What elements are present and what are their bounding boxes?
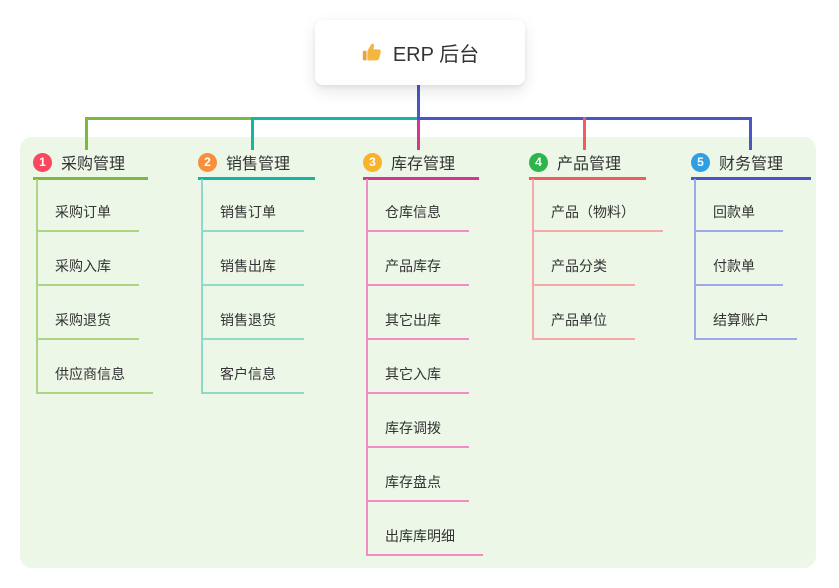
branch-label: 销售管理 [226, 156, 291, 173]
branch-node-4[interactable]: 4 产品管理 [529, 150, 646, 180]
branch-drop-line [749, 117, 752, 150]
branch-node-3[interactable]: 3 库存管理 [363, 150, 479, 180]
leaf-node[interactable]: 供应商信息 [36, 365, 153, 394]
branch-node-1[interactable]: 1 采购管理 [33, 150, 148, 180]
root-connector-line [417, 85, 420, 120]
bus-segment-left [85, 117, 254, 120]
leaf-node[interactable]: 销售出库 [201, 257, 304, 286]
root-node-label: ERP 后台 [392, 44, 480, 66]
mindmap-panel [20, 137, 816, 568]
branch-number-badge: 2 [198, 152, 217, 172]
branch-number-badge: 4 [529, 152, 548, 172]
bus-segment-middle [251, 117, 420, 120]
branch-child-connector-line [36, 179, 38, 394]
leaf-node[interactable]: 产品分类 [532, 257, 635, 286]
leaf-node[interactable]: 库存盘点 [366, 473, 469, 502]
branch-child-connector-line [366, 179, 368, 556]
thumbs-up-icon [361, 42, 383, 64]
branch-drop-line [251, 117, 254, 150]
branch-child-connector-line [532, 179, 534, 340]
branch-number-badge: 1 [33, 152, 52, 172]
leaf-node[interactable]: 仓库信息 [366, 203, 469, 232]
branch-child-connector-line [201, 179, 203, 394]
leaf-node[interactable]: 付款单 [694, 257, 783, 286]
branch-label: 采购管理 [61, 156, 126, 173]
leaf-node[interactable]: 产品库存 [366, 257, 469, 286]
root-node[interactable]: ERP 后台 [315, 20, 525, 85]
branch-number-badge: 5 [691, 152, 710, 172]
branch-label: 库存管理 [391, 156, 456, 173]
branch-drop-line [417, 117, 420, 150]
leaf-node[interactable]: 出库库明细 [366, 527, 483, 556]
leaf-node[interactable]: 库存调拨 [366, 419, 469, 448]
leaf-node[interactable]: 采购入库 [36, 257, 139, 286]
branch-node-5[interactable]: 5 财务管理 [691, 150, 811, 180]
leaf-node[interactable]: 产品（物料） [532, 203, 663, 232]
leaf-node[interactable]: 采购订单 [36, 203, 139, 232]
leaf-node[interactable]: 销售订单 [201, 203, 304, 232]
branch-drop-line [583, 117, 586, 150]
leaf-node[interactable]: 回款单 [694, 203, 783, 232]
leaf-node[interactable]: 客户信息 [201, 365, 304, 394]
branch-child-connector-line [694, 179, 696, 340]
branch-label: 产品管理 [557, 156, 622, 173]
leaf-node[interactable]: 结算账户 [694, 311, 797, 340]
branch-number-badge: 3 [363, 152, 382, 172]
leaf-node[interactable]: 销售退货 [201, 311, 304, 340]
branch-drop-line [85, 117, 88, 150]
branch-node-2[interactable]: 2 销售管理 [198, 150, 315, 180]
leaf-node[interactable]: 其它入库 [366, 365, 469, 394]
leaf-node[interactable]: 采购退货 [36, 311, 139, 340]
branch-label: 财务管理 [719, 156, 784, 173]
leaf-node[interactable]: 其它出库 [366, 311, 469, 340]
leaf-node[interactable]: 产品单位 [532, 311, 635, 340]
